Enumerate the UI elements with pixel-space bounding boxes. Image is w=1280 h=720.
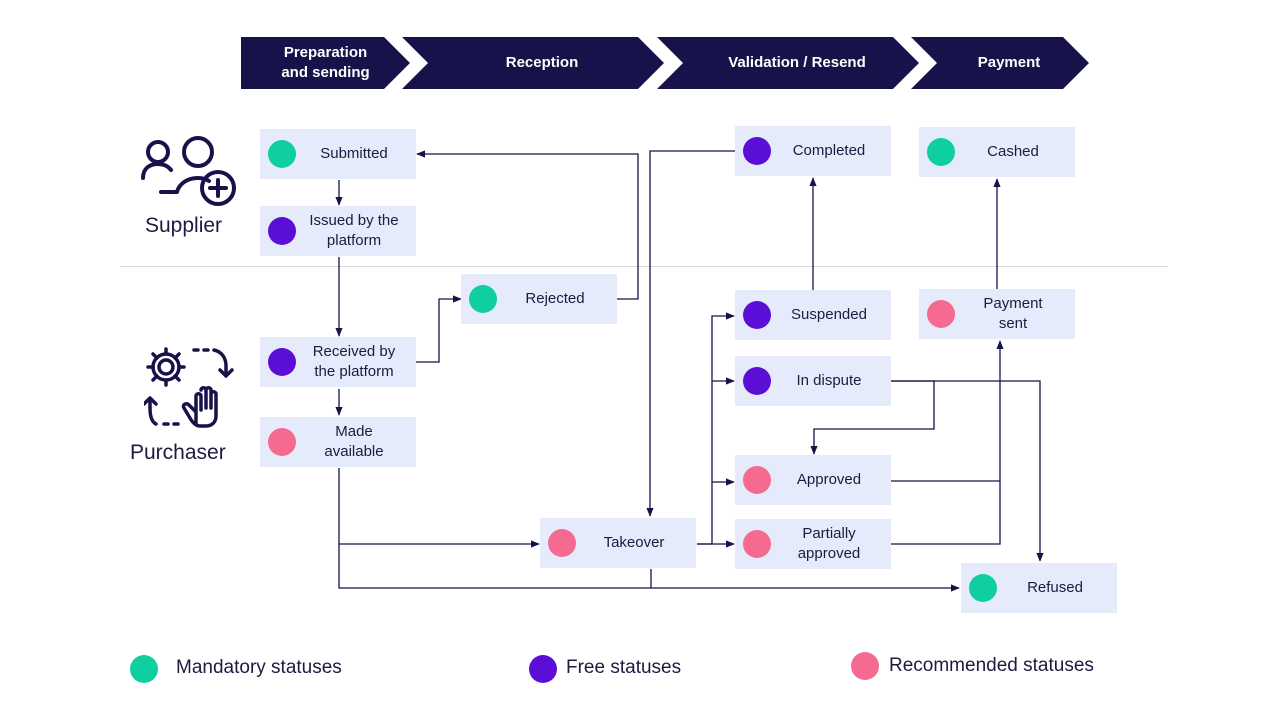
status-payment-sent: Payment sent bbox=[919, 289, 1075, 339]
status-takeover: Takeover bbox=[540, 518, 696, 568]
status-label: Rejected bbox=[525, 290, 585, 307]
phase-label: Payment bbox=[977, 54, 1041, 71]
phase-label: Preparation and sending bbox=[281, 44, 370, 81]
mandatory-status-dot bbox=[469, 285, 497, 313]
phase-label: Validation / Resend bbox=[728, 54, 866, 71]
status-suspended: Suspended bbox=[735, 290, 891, 340]
status-made-available: Made available bbox=[260, 417, 416, 467]
free-status-dot bbox=[743, 137, 771, 165]
phase-preparation: Preparation and sending bbox=[241, 37, 410, 89]
free-status-dot bbox=[743, 367, 771, 395]
status-label: Refused bbox=[1027, 579, 1083, 596]
phase-label: Reception bbox=[505, 54, 579, 71]
status-issued-by-platform: Issued by the platform bbox=[260, 206, 416, 256]
status-label: Completed bbox=[792, 142, 866, 159]
status-label: Partially approved bbox=[797, 525, 861, 562]
status-label: Approved bbox=[796, 471, 862, 488]
legend-recommended-dot bbox=[851, 652, 879, 680]
status-label: Cashed bbox=[987, 143, 1039, 160]
recommended-status-dot bbox=[548, 529, 576, 557]
recommended-status-dot bbox=[927, 300, 955, 328]
status-submitted: Submitted bbox=[260, 129, 416, 179]
status-label: Takeover bbox=[603, 534, 665, 551]
mandatory-status-dot bbox=[927, 138, 955, 166]
status-label: Issued by the platform bbox=[309, 212, 399, 249]
mandatory-status-dot bbox=[969, 574, 997, 602]
status-label: Made available bbox=[324, 423, 384, 460]
phase-validation: Validation / Resend bbox=[657, 37, 919, 89]
status-label: Submitted bbox=[320, 145, 388, 162]
status-label: In dispute bbox=[796, 372, 862, 389]
recommended-status-dot bbox=[743, 466, 771, 494]
status-partially-approved: Partially approved bbox=[735, 519, 891, 569]
status-received-by-platform: Received by the platform bbox=[260, 337, 416, 387]
status-label: Payment sent bbox=[983, 295, 1043, 332]
legend-mandatory-label: Mandatory statuses bbox=[176, 657, 342, 678]
free-status-dot bbox=[268, 348, 296, 376]
mandatory-status-dot bbox=[268, 140, 296, 168]
phase-payment: Payment bbox=[911, 37, 1089, 89]
free-status-dot bbox=[268, 217, 296, 245]
recommended-status-dot bbox=[743, 530, 771, 558]
users-add-icon bbox=[141, 136, 236, 206]
supplier-label: Supplier bbox=[145, 214, 223, 237]
status-cashed: Cashed bbox=[919, 127, 1075, 177]
status-completed: Completed bbox=[735, 126, 891, 176]
legend-free-label: Free statuses bbox=[566, 657, 682, 678]
legend-free-dot bbox=[529, 655, 557, 683]
status-in-dispute: In dispute bbox=[735, 356, 891, 406]
phase-reception: Reception bbox=[402, 37, 664, 89]
status-label: Received by the platform bbox=[312, 343, 396, 380]
status-label: Suspended bbox=[791, 306, 867, 323]
status-rejected: Rejected bbox=[461, 274, 617, 324]
recommended-status-dot bbox=[268, 428, 296, 456]
free-status-dot bbox=[743, 301, 771, 329]
gear-hand-cycle-icon bbox=[144, 347, 234, 428]
legend-recommended-label: Recommended statuses bbox=[889, 655, 1094, 676]
status-approved: Approved bbox=[735, 455, 891, 505]
legend-mandatory-dot bbox=[130, 655, 158, 683]
purchaser-label: Purchaser bbox=[130, 441, 226, 464]
status-refused: Refused bbox=[961, 563, 1117, 613]
lane-divider bbox=[120, 266, 1168, 267]
